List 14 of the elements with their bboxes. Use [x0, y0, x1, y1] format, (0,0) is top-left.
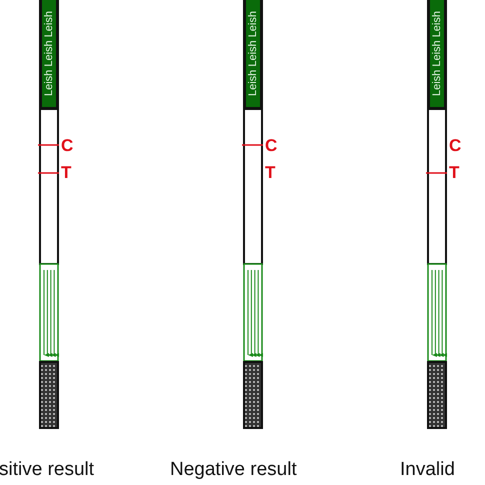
- line-marker-label: C: [449, 137, 462, 154]
- strip-text: Leish Leish Leish: [431, 10, 443, 96]
- line-marker-label: T: [449, 164, 460, 181]
- result-caption: Invalid: [400, 459, 455, 481]
- strip-text: Leish Leish Leish: [247, 10, 259, 96]
- strip-handle: [243, 0, 263, 110]
- line-marker-label: C: [61, 137, 74, 154]
- strip-handle: [427, 0, 447, 110]
- line-marker-label: T: [265, 164, 276, 181]
- line-marker-label: T: [61, 164, 72, 181]
- line-marker-label: C: [265, 137, 278, 154]
- strip-handle: [39, 0, 59, 110]
- result-caption: Negative result: [170, 459, 297, 481]
- strip-text: Leish Leish Leish: [43, 10, 55, 96]
